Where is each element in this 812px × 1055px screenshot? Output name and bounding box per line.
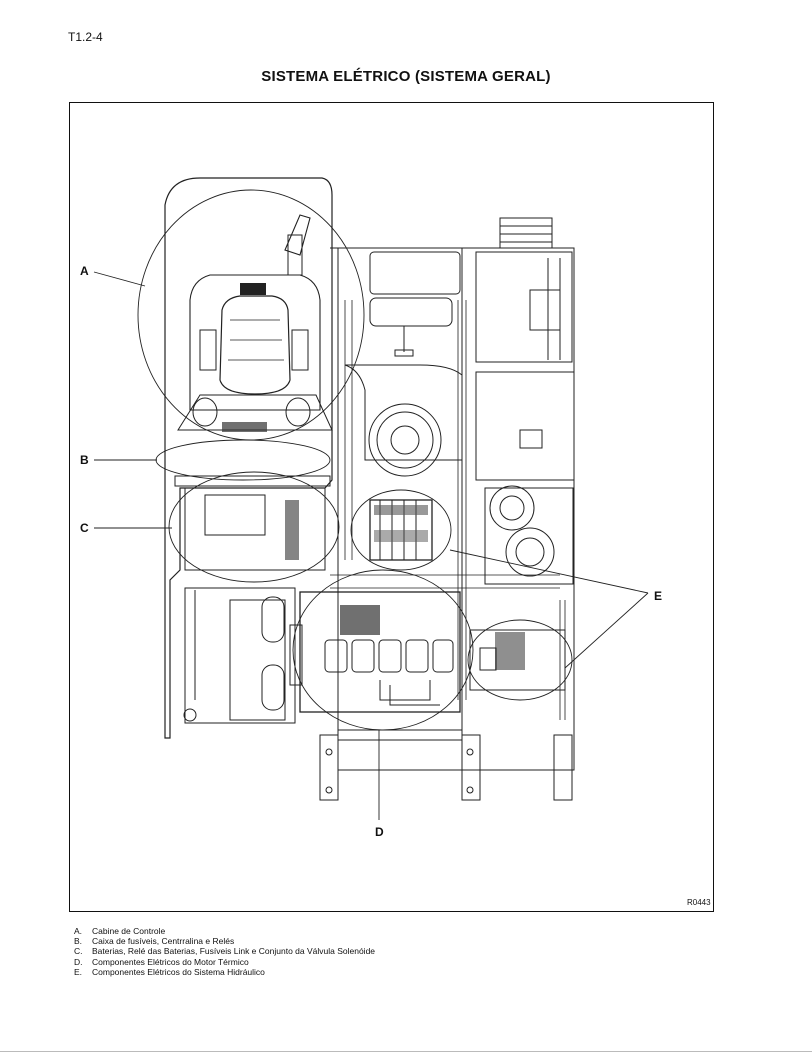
legend-text: Componentes Elétricos do Sistema Hidrául… xyxy=(92,966,265,977)
callout-b: B xyxy=(80,453,89,467)
page-number: T1.2-4 xyxy=(68,30,103,44)
legend-letter: D. xyxy=(74,956,83,967)
callout-d: D xyxy=(375,825,384,839)
legend: A. Cabine de Controle B. Caixa de fusíve… xyxy=(74,926,375,977)
callout-a: A xyxy=(80,264,89,278)
legend-text: Cabine de Controle xyxy=(92,926,166,936)
legend-text: Componentes Elétricos do Motor Térmico xyxy=(92,956,249,967)
legend-item: E. Componentes Elétricos do Sistema Hidr… xyxy=(74,967,375,977)
legend-letter: A. xyxy=(74,926,83,936)
legend-item: B. Caixa de fusíveis, Centrralina e Relé… xyxy=(74,936,375,946)
callout-c: C xyxy=(80,521,89,535)
footer-divider xyxy=(0,1051,812,1052)
legend-item: C. Baterias, Relé das Baterias, Fusíveis… xyxy=(74,946,375,956)
page-title: SISTEMA ELÉTRICO (SISTEMA GERAL) xyxy=(261,68,551,85)
legend-item: D. Componentes Elétricos do Motor Térmic… xyxy=(74,957,375,967)
figure-code: R0443 xyxy=(687,898,711,907)
callout-e: E xyxy=(654,589,663,603)
legend-item: A. Cabine de Controle xyxy=(74,926,375,936)
figure-frame xyxy=(69,102,714,912)
legend-letter: B. xyxy=(74,936,83,947)
legend-letter: E. xyxy=(74,966,83,977)
legend-text: Baterias, Relé das Baterias, Fusíveis Li… xyxy=(92,946,376,957)
legend-letter: C. xyxy=(74,946,83,957)
legend-text: Caixa de fusíveis, Centrralina e Relés xyxy=(92,936,235,947)
